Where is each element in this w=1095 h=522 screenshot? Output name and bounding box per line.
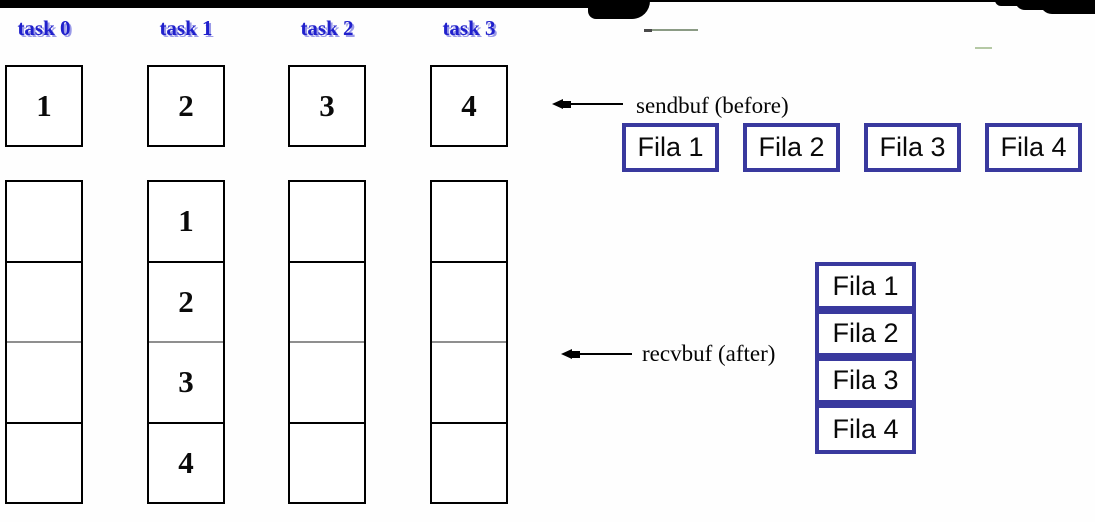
- task-3-header: task 3: [442, 16, 496, 40]
- fila-stack-box-2: Fila 2: [815, 310, 916, 357]
- task-1-header: task 1: [159, 16, 213, 40]
- scan-artifact-left-bar-end: [588, 0, 650, 19]
- recvbuf-cell: [7, 182, 81, 261]
- recvbuf-cell: 2: [149, 260, 223, 342]
- scan-artifact-dash: [644, 29, 652, 32]
- recvbuf-cell: [7, 341, 81, 422]
- fila-row-box-4: Fila 4: [985, 123, 1082, 172]
- recvbuf-cell: [432, 260, 506, 342]
- recvbuf-column-task3: [430, 180, 508, 504]
- fila-row-box-2: Fila 2: [743, 123, 840, 172]
- left-arrow-icon: [561, 348, 632, 360]
- fila-row-box-1: Fila 1: [622, 123, 719, 172]
- arrowhead-blob: [563, 100, 571, 108]
- recvbuf-cell: [7, 421, 81, 503]
- recvbuf-cell: 1: [178, 203, 194, 239]
- task-0-header: task 0: [17, 16, 71, 40]
- fila-stack: Fila 1 Fila 2 Fila 3 Fila 4: [815, 262, 916, 454]
- arrow-shaft: [580, 353, 632, 355]
- recvbuf-cell: [432, 421, 506, 503]
- fila-stack-box-4: Fila 4: [815, 404, 916, 454]
- recvbuf-cell: [432, 182, 506, 261]
- scan-artifact-left-bar: [0, 0, 600, 8]
- recvbuf-cell: 3: [149, 341, 223, 422]
- fila-row-box-3: Fila 3: [864, 123, 961, 172]
- recvbuf-cell: [290, 421, 364, 503]
- recvbuf-column-task1: 1 2 3 4: [147, 180, 225, 504]
- arrowhead: [552, 99, 563, 109]
- recvbuf-column-task0: [5, 180, 83, 504]
- fila-stack-box-1: Fila 1: [815, 262, 916, 310]
- sendbuf-box-task2: 3: [288, 65, 366, 147]
- recvbuf-cell: [290, 341, 364, 422]
- arrowhead-blob: [572, 350, 580, 358]
- left-arrow-icon: [552, 98, 623, 110]
- scan-artifact-right-blob: [1040, 0, 1095, 14]
- arrow-shaft: [571, 103, 623, 105]
- recvbuf-cell: [290, 182, 364, 261]
- recvbuf-column-task2: [288, 180, 366, 504]
- sendbuf-box-task3: 4: [430, 65, 508, 147]
- scan-artifact-dash: [648, 29, 698, 31]
- scan-artifact-dash: [975, 47, 992, 49]
- sendbuf-label: sendbuf (before): [636, 93, 789, 118]
- sendbuf-box-task1: 2: [147, 65, 225, 147]
- task-2-header: task 2: [300, 16, 354, 40]
- recvbuf-cell: [290, 260, 364, 342]
- fila-stack-box-3: Fila 3: [815, 357, 916, 404]
- sendbuf-box-task0: 1: [5, 65, 83, 147]
- recvbuf-cell: [7, 260, 81, 342]
- arrowhead: [561, 349, 572, 359]
- recvbuf-label: recvbuf (after): [642, 341, 776, 366]
- recvbuf-cell: 4: [149, 421, 223, 503]
- recvbuf-cell: [432, 341, 506, 422]
